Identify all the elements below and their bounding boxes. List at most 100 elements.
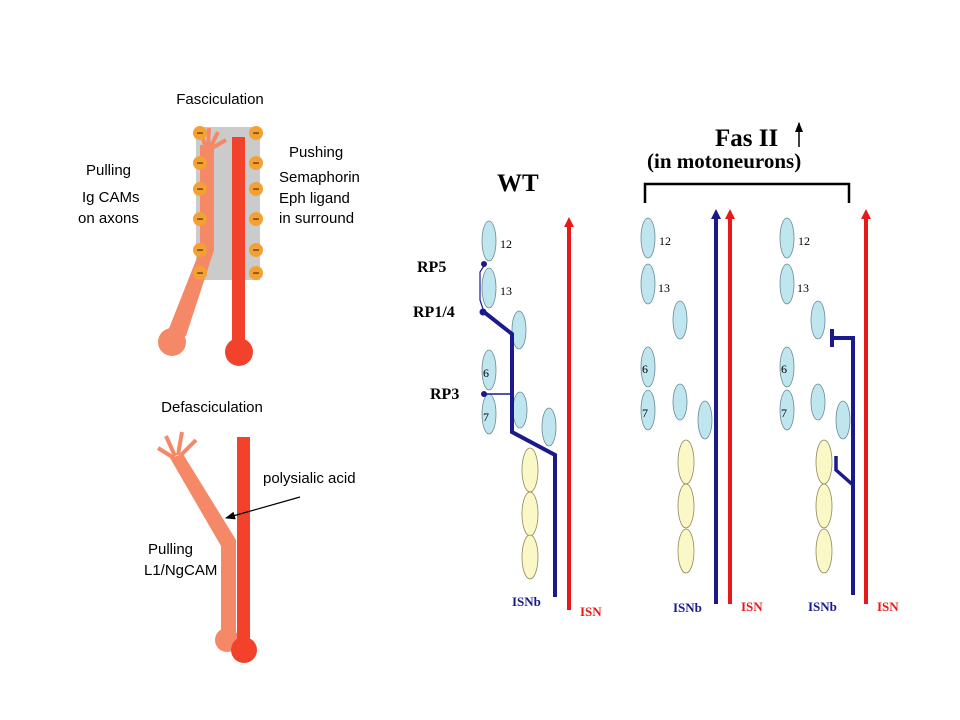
muscle-right bbox=[541, 407, 557, 447]
muscle-6 bbox=[779, 346, 795, 388]
muscle-6 bbox=[481, 349, 497, 391]
svg-text:−: − bbox=[196, 266, 203, 280]
muscle-yellow-2 bbox=[815, 483, 833, 529]
fasciculation-title: Fasciculation bbox=[176, 91, 264, 108]
muscle-upper bbox=[672, 300, 688, 340]
muscle-yellow-1 bbox=[815, 439, 833, 485]
pushing-line-1: Semaphorin bbox=[279, 169, 360, 186]
svg-text:−: − bbox=[252, 126, 259, 140]
rp14-label: RP1/4 bbox=[413, 304, 455, 321]
muscle-number-12: 12 bbox=[798, 234, 810, 248]
muscle-upper bbox=[810, 300, 826, 340]
muscle-yellow-3 bbox=[521, 534, 539, 580]
dark-axon-cell-body bbox=[225, 338, 253, 366]
svg-text:−: − bbox=[252, 266, 259, 280]
svg-text:−: − bbox=[196, 243, 203, 257]
rp5-label: RP5 bbox=[417, 259, 446, 276]
muscle-number-12: 12 bbox=[659, 234, 671, 248]
pushing-line-3: in surround bbox=[279, 210, 354, 227]
bottom-pulling-line-2: L1/NgCAM bbox=[144, 562, 217, 579]
defasciculation-panel: Defasciculation polysialic acid Pulling … bbox=[144, 399, 356, 663]
muscle-mid bbox=[810, 383, 826, 421]
muscle-yellow-1 bbox=[521, 447, 539, 493]
muscle-number-6: 6 bbox=[642, 362, 648, 376]
muscle-number-7: 7 bbox=[483, 410, 489, 424]
isnb-nerve-wt bbox=[482, 310, 557, 597]
wt-column: 12 13 6 7 ISNb ISN bbox=[479, 217, 602, 619]
muscle-number-13: 13 bbox=[658, 281, 670, 295]
svg-text:−: − bbox=[196, 126, 203, 140]
pushing-label: Pushing bbox=[289, 144, 343, 161]
motoneuron-panel: WT Fas II (in motoneurons) RP5 RP1/4 RP3 bbox=[413, 122, 899, 619]
muscle-7 bbox=[779, 389, 795, 431]
negative-charges-right: − − − − − − bbox=[249, 126, 263, 280]
fasciculation-panel: Fasciculation − − − − − − − − − − − − Pu… bbox=[78, 91, 360, 366]
fas-ii-bracket bbox=[643, 182, 851, 203]
muscle-12 bbox=[779, 217, 795, 259]
muscle-yellow-3 bbox=[815, 528, 833, 574]
svg-text:−: − bbox=[252, 243, 259, 257]
wt-title: WT bbox=[497, 170, 539, 197]
muscle-yellow-2 bbox=[521, 491, 539, 537]
muscle-number-12: 12 bbox=[500, 237, 512, 251]
svg-text:−: − bbox=[196, 156, 203, 170]
muscle-6 bbox=[640, 346, 656, 388]
fas-column-2: 12 13 6 7 ISNb ISN bbox=[779, 209, 899, 614]
fas-ii-subtitle: (in motoneurons) bbox=[647, 149, 801, 173]
fas-column-1: 12 13 6 7 ISNb ISN bbox=[640, 209, 763, 615]
muscle-7 bbox=[640, 389, 656, 431]
dark-axon-shaft bbox=[232, 137, 245, 347]
isnb-nerve-fas2 bbox=[832, 336, 855, 595]
bottom-pulling-line-1: Pulling bbox=[148, 541, 193, 558]
rp14-dot bbox=[479, 308, 487, 316]
muscle-yellow-2 bbox=[677, 483, 695, 529]
muscle-number-6: 6 bbox=[483, 366, 489, 380]
light-axon-shaft-bottom bbox=[170, 454, 236, 640]
svg-text:−: − bbox=[252, 156, 259, 170]
svg-text:−: − bbox=[196, 182, 203, 196]
isn-label-fas2: ISN bbox=[877, 599, 899, 614]
muscle-right bbox=[697, 400, 713, 440]
pulling-line-1: Ig CAMs bbox=[82, 189, 140, 206]
svg-text:−: − bbox=[252, 212, 259, 226]
rp3-label: RP3 bbox=[430, 386, 459, 403]
svg-text:−: − bbox=[196, 212, 203, 226]
pushing-line-2: Eph ligand bbox=[279, 190, 350, 207]
muscle-number-7: 7 bbox=[781, 406, 787, 420]
muscle-13 bbox=[779, 263, 795, 305]
fas-ii-title: Fas II bbox=[715, 125, 778, 152]
isn-label-wt: ISN bbox=[580, 604, 602, 619]
muscle-13 bbox=[640, 263, 656, 305]
light-axon-shaft bbox=[166, 145, 214, 336]
muscle-upper bbox=[511, 310, 527, 350]
svg-text:−: − bbox=[252, 182, 259, 196]
light-axon-growth-cone-bottom bbox=[156, 431, 198, 460]
muscle-right bbox=[835, 400, 851, 440]
polysialic-acid-label: polysialic acid bbox=[263, 470, 356, 487]
isn-label-fas1: ISN bbox=[741, 599, 763, 614]
rp3-dot bbox=[481, 391, 487, 397]
pulling-line-2: on axons bbox=[78, 210, 139, 227]
light-axon-cell-body bbox=[158, 328, 186, 356]
muscle-mid bbox=[512, 391, 528, 429]
negative-charges-left: − − − − − − bbox=[193, 126, 207, 280]
isnb-label-fas2: ISNb bbox=[808, 599, 837, 614]
rp5-dot bbox=[481, 261, 487, 267]
dark-axon-cell-body-bottom bbox=[231, 637, 257, 663]
pulling-label: Pulling bbox=[86, 162, 131, 179]
isnb-label-fas1: ISNb bbox=[673, 600, 702, 615]
muscle-mid bbox=[672, 383, 688, 421]
muscle-yellow-3 bbox=[677, 528, 695, 574]
rp5-branch bbox=[479, 265, 485, 313]
dark-axon-shaft-bottom bbox=[237, 437, 250, 647]
muscle-number-13: 13 bbox=[500, 284, 512, 298]
muscle-number-7: 7 bbox=[642, 406, 648, 420]
muscle-12 bbox=[481, 220, 497, 262]
defasciculation-title: Defasciculation bbox=[161, 399, 263, 416]
polysialic-acid-arrow bbox=[225, 496, 301, 520]
muscle-12 bbox=[640, 217, 656, 259]
isnb-label-wt: ISNb bbox=[512, 594, 541, 609]
muscle-number-6: 6 bbox=[781, 362, 787, 376]
muscle-13 bbox=[481, 267, 497, 309]
